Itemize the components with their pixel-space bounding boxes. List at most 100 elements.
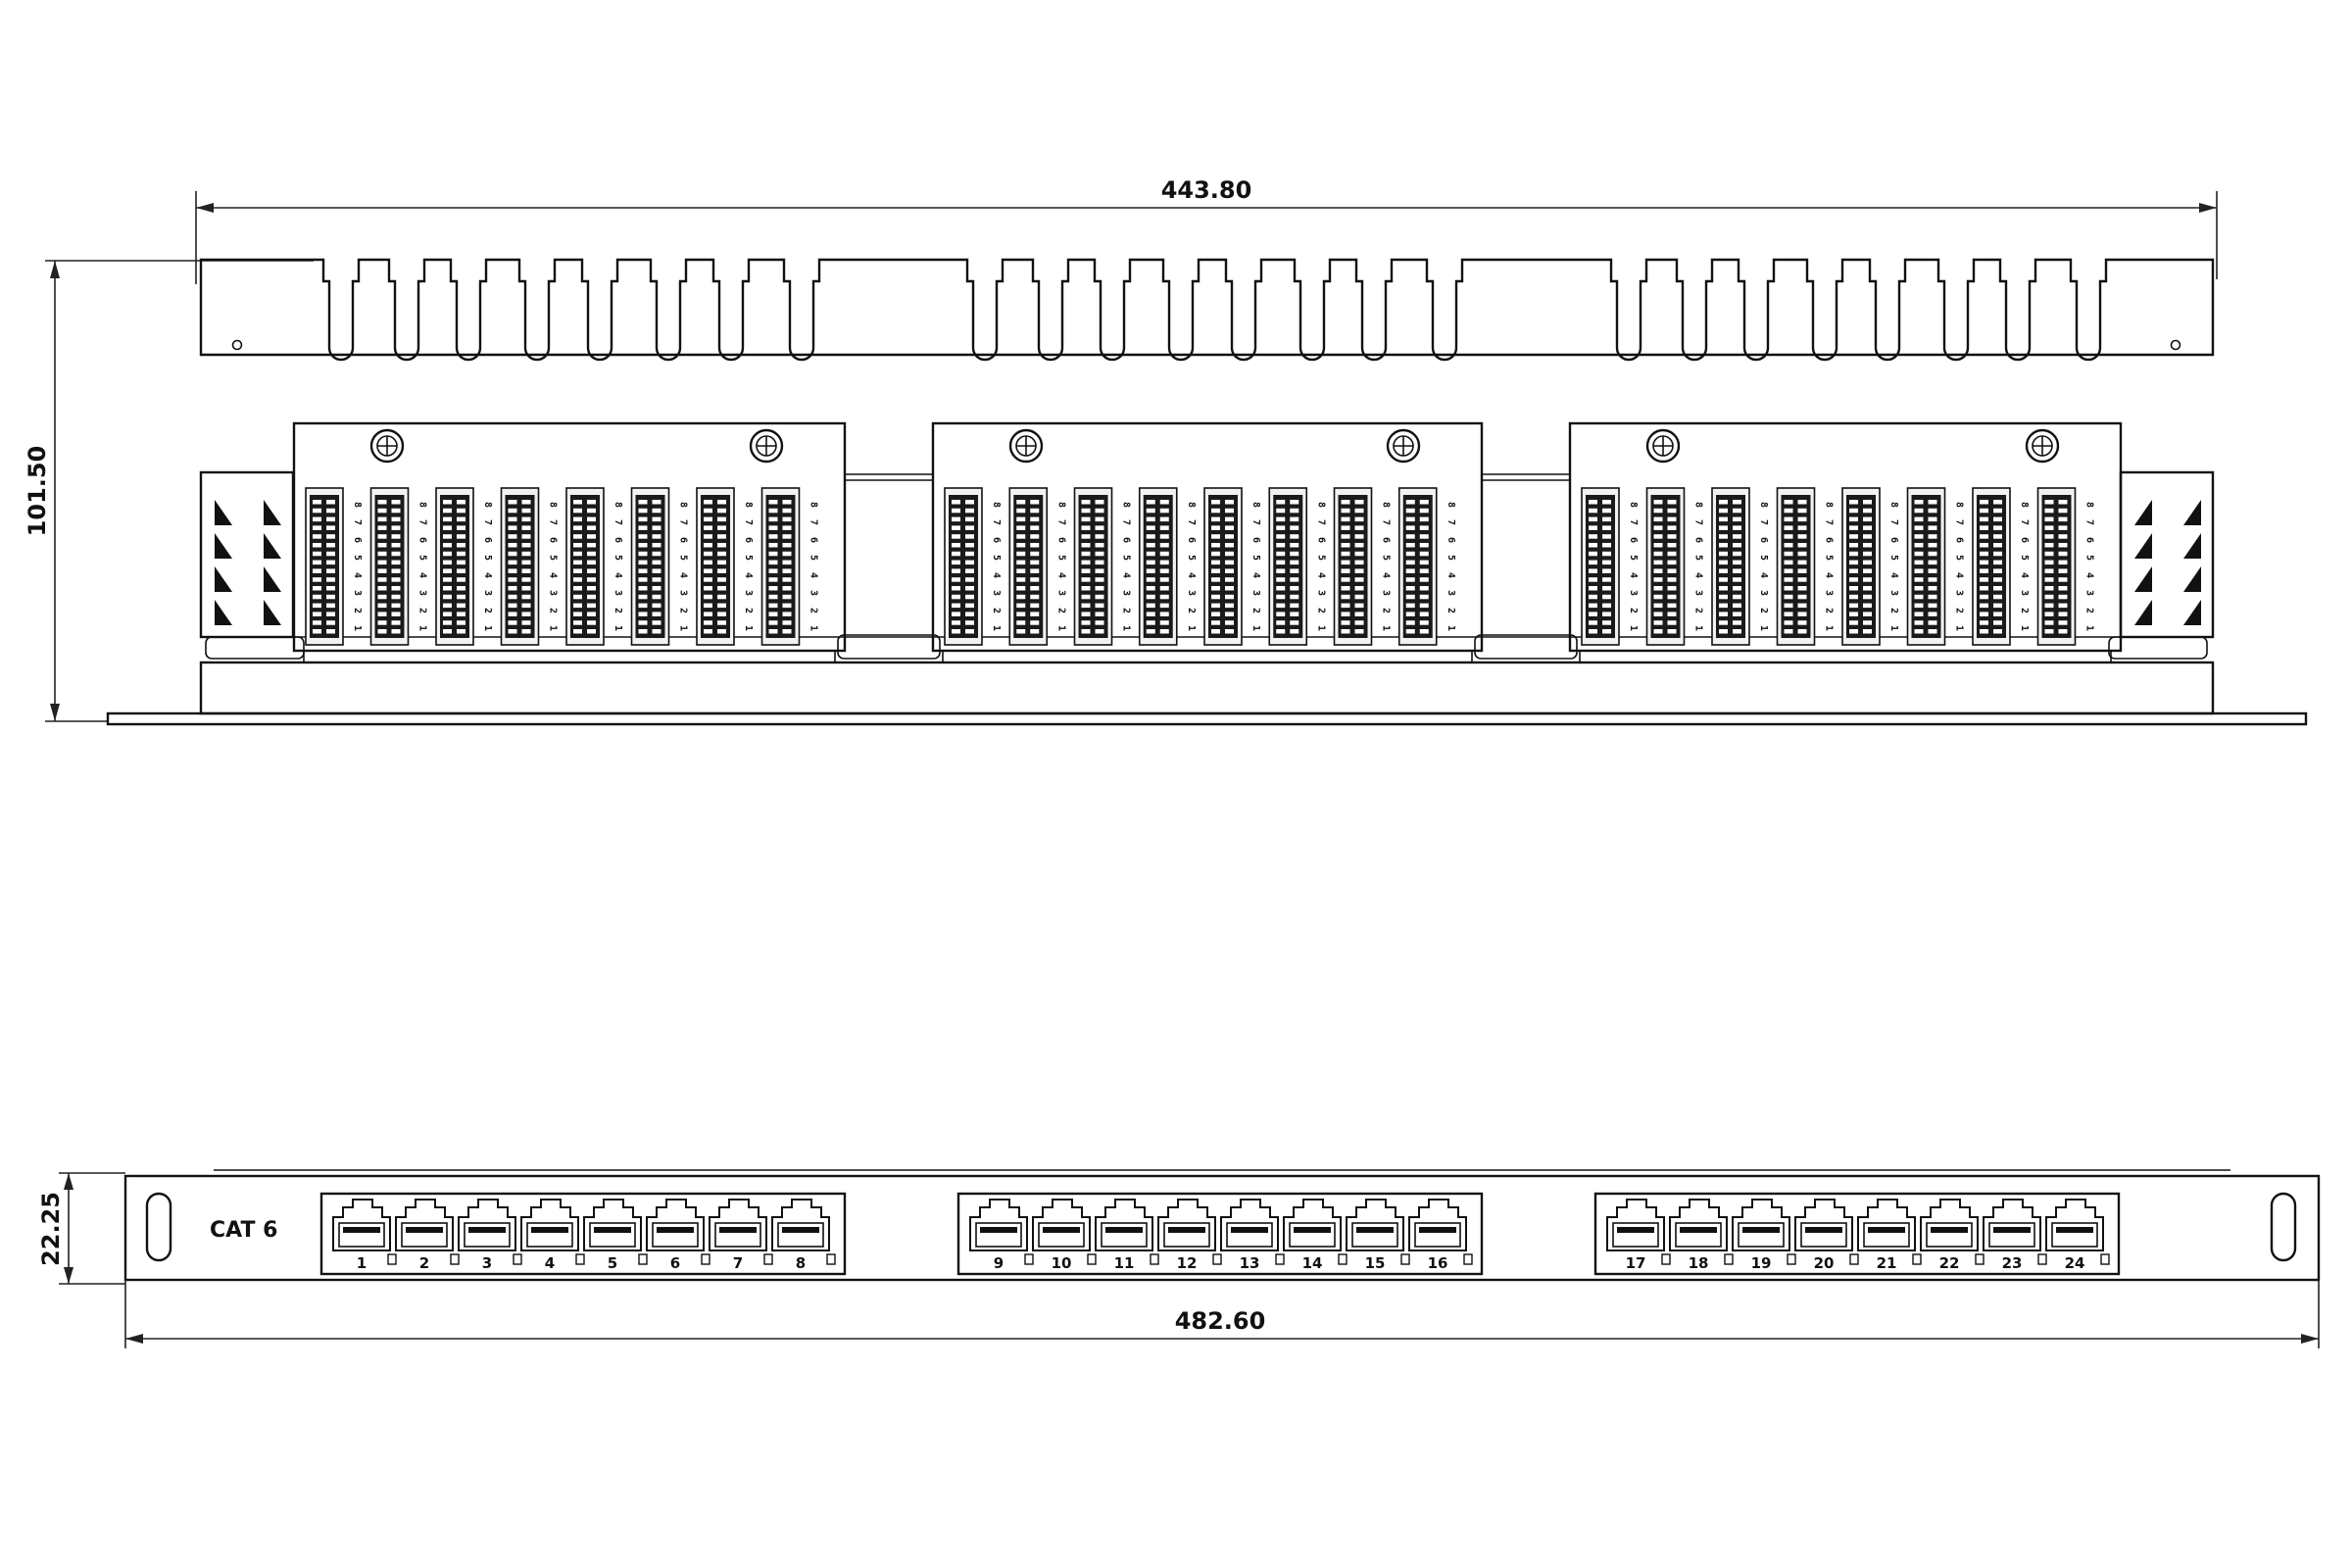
idc-pin-label: 1 (1954, 625, 1965, 631)
idc-pin-label: 5 (1628, 555, 1639, 561)
idc-module: 8765432187654321876543218765432187654321… (292, 421, 847, 663)
mount-hole-left (231, 339, 243, 351)
idc-pin-label: 3 (743, 590, 754, 596)
idc-pin-label: 8 (1758, 502, 1769, 508)
idc-pin-label: 5 (1758, 555, 1769, 561)
idc-pin-label: 6 (1315, 537, 1326, 543)
cat6-label: CAT 6 (210, 1218, 277, 1243)
idc-pin-label: 4 (352, 572, 363, 578)
port-number: 1 (357, 1254, 367, 1272)
screw-icon (369, 428, 405, 464)
rj45-port: 3 (458, 1199, 522, 1272)
front-panel (123, 1174, 2321, 1282)
idc-pin-label: 1 (612, 625, 623, 631)
idc-pin-label: 8 (743, 502, 754, 508)
rj45-port: 5 (583, 1199, 648, 1272)
screw-icon (749, 428, 784, 464)
idc-pin-label: 6 (991, 537, 1002, 543)
idc-pin-label: 5 (1446, 555, 1456, 561)
port-number: 15 (1365, 1254, 1386, 1272)
idc-pin-label: 4 (1954, 572, 1965, 578)
idc-pin-label: 7 (1758, 519, 1769, 525)
idc-pin-label: 3 (1055, 590, 1066, 596)
idc-pin-label: 4 (1693, 572, 1704, 578)
idc-pin-label: 2 (2084, 608, 2095, 613)
idc-pin-label: 3 (1888, 590, 1899, 596)
idc-pin-label: 4 (1055, 572, 1066, 578)
idc-pin-label: 1 (1628, 625, 1639, 631)
idc-pin-label: 5 (1888, 555, 1899, 561)
idc-pin-label: 1 (1381, 625, 1392, 631)
port-number: 3 (482, 1254, 492, 1272)
idc-pin-label: 2 (1315, 608, 1326, 613)
idc-pin-label: 2 (417, 608, 428, 613)
idc-pin-label: 6 (1381, 537, 1392, 543)
rj45-port: 6 (646, 1199, 710, 1272)
idc-pin-label: 1 (1824, 625, 1835, 631)
idc-pin-label: 3 (1186, 590, 1197, 596)
bracket-wedge (264, 500, 281, 525)
idc-pin-label: 1 (678, 625, 689, 631)
rj45-port: 9 (969, 1199, 1034, 1272)
idc-pin-label: 5 (352, 555, 363, 561)
top-height-arrow-bottom (50, 704, 60, 721)
idc-pin-label: 4 (1824, 572, 1835, 578)
idc-pin-label: 3 (352, 590, 363, 596)
idc-pin-label: 4 (417, 572, 428, 578)
idc-pin-label: 3 (2084, 590, 2095, 596)
idc-pin-label: 1 (1888, 625, 1899, 631)
idc-pin-label: 1 (991, 625, 1002, 631)
idc-pin-label: 5 (482, 555, 493, 561)
bracket-wedge (2183, 566, 2201, 592)
rj45-port: 24 (2045, 1199, 2110, 1272)
idc-pin-label: 6 (482, 537, 493, 543)
idc-pin-label: 7 (2084, 519, 2095, 525)
idc-pin-label: 2 (808, 608, 819, 613)
bracket-wedge (2134, 533, 2152, 559)
bracket-wedge (264, 600, 281, 625)
screw-icon (1386, 428, 1421, 464)
idc-pin-label: 7 (678, 519, 689, 525)
idc-pin-label: 6 (1628, 537, 1639, 543)
idc-pin-label: 6 (1888, 537, 1899, 543)
top-width-label: 443.80 (1161, 176, 1252, 204)
idc-pin-label: 5 (1693, 555, 1704, 561)
idc-pin-label: 8 (417, 502, 428, 508)
port-number: 10 (1052, 1254, 1072, 1272)
idc-pin-label: 1 (1121, 625, 1132, 631)
idc-pin-label: 1 (1250, 625, 1261, 631)
top-width-arrow-left (196, 203, 214, 213)
port-number: 17 (1626, 1254, 1646, 1272)
front-height-arrow-top (64, 1173, 74, 1190)
top-width-arrow-right (2199, 203, 2217, 213)
rj45-port: 21 (1857, 1199, 1922, 1272)
idc-pin-label: 7 (1315, 519, 1326, 525)
idc-pin-label: 7 (548, 519, 559, 525)
idc-pin-label: 7 (612, 519, 623, 525)
idc-pin-label: 8 (2084, 502, 2095, 508)
idc-pin-label: 1 (352, 625, 363, 631)
bracket-wedge (215, 600, 232, 625)
port-number: 7 (733, 1254, 743, 1272)
idc-pin-label: 6 (678, 537, 689, 543)
idc-pin-label: 7 (1055, 519, 1066, 525)
idc-pin-label: 6 (743, 537, 754, 543)
idc-pin-label: 2 (743, 608, 754, 613)
rj45-port: 23 (1983, 1199, 2047, 1272)
idc-pin-label: 8 (1954, 502, 1965, 508)
idc-pin-label: 4 (1888, 572, 1899, 578)
idc-pin-label: 5 (612, 555, 623, 561)
idc-pin-label: 8 (1888, 502, 1899, 508)
idc-pin-label: 6 (1758, 537, 1769, 543)
idc-pin-label: 7 (1381, 519, 1392, 525)
idc-pin-label: 2 (1954, 608, 1965, 613)
mount-slot-left (145, 1192, 172, 1262)
idc-pin-label: 2 (482, 608, 493, 613)
